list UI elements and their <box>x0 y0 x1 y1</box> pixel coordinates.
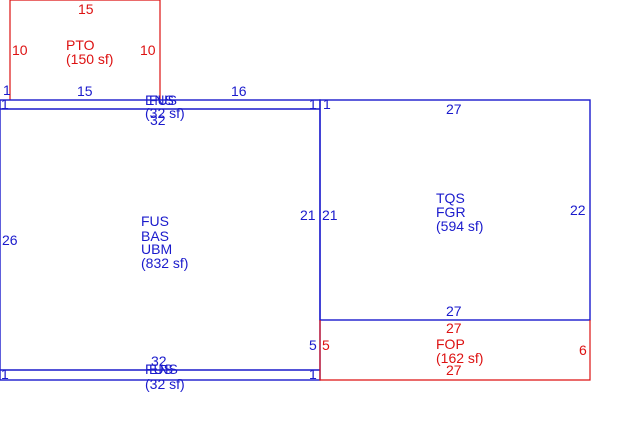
main-area-sf: (832 sf) <box>141 255 188 271</box>
tqs-top-dim: 27 <box>446 101 462 117</box>
tqs-code-2: FGR <box>436 204 466 220</box>
bottom-strip-left-end: 1 <box>1 366 9 382</box>
fop-right-dim: 6 <box>579 342 587 358</box>
pto-outline <box>9 0 161 100</box>
bottom-strip-length: 32 <box>151 353 167 369</box>
fop-top-dim: 27 <box>446 320 462 336</box>
fop-left-dim: 5 <box>322 337 330 353</box>
pto-left-dim: 10 <box>12 42 28 58</box>
fop-area: 27 5 6 27 FOP (162 sf) <box>319 320 591 381</box>
pto-code: PTO <box>66 37 95 53</box>
top-strip: 1 1 1 1 ENS FUS (32 sf) 32 <box>0 82 331 128</box>
main-left-dim: 26 <box>2 232 18 248</box>
main-right-dim: 21 <box>300 207 316 223</box>
tqs-bottom-dim: 27 <box>446 303 462 319</box>
top-strip-code-1: ENS <box>145 92 174 108</box>
pto-right-dim: 10 <box>140 42 156 58</box>
main-code-1: FUS <box>141 213 169 229</box>
bottom-strip-area-sf: (32 sf) <box>145 376 185 392</box>
tqs-corner-dim: 1 <box>323 96 331 112</box>
tqs-outline <box>319 99 591 321</box>
tqs-area-sf: (594 sf) <box>436 218 483 234</box>
fop-bottom-dim: 27 <box>446 362 462 378</box>
main-top-dim-b: 16 <box>231 83 247 99</box>
fop-code: FOP <box>436 336 465 352</box>
fop-area-sf: (162 sf) <box>436 350 483 366</box>
tqs-left-dim: 21 <box>322 207 338 223</box>
tqs-area: 27 21 22 27 TQS FGR (594 sf) <box>319 99 591 321</box>
pto-area: 15 10 10 PTO (150 sf) <box>9 0 161 100</box>
pto-top-dim: 15 <box>78 1 94 17</box>
bottom-strip-right-end: 1 <box>309 366 317 382</box>
main-code-3: UBM <box>141 241 172 257</box>
top-strip-length: 32 <box>150 112 166 128</box>
bottom-strip-code-1: FUS <box>145 361 173 377</box>
fop-outline <box>319 320 591 381</box>
main-top-dim-a: 15 <box>77 83 93 99</box>
top-strip-right-end: 1 <box>309 96 317 112</box>
top-strip-area-sf: (32 sf) <box>145 105 185 121</box>
main-bottom-right-dim: 5 <box>309 337 317 353</box>
top-strip-corner-dim: 1 <box>3 82 11 98</box>
pto-area-sf: (150 sf) <box>66 51 113 67</box>
bottom-strip-code-2: ENS <box>149 361 178 377</box>
top-strip-code-2: FUS <box>149 92 177 108</box>
tqs-code-1: TQS <box>436 190 465 206</box>
main-code-2: BAS <box>141 228 169 244</box>
main-area: 15 16 26 21 5 FUS BAS UBM (832 sf) <box>0 83 321 381</box>
top-strip-left-end: 1 <box>1 96 9 112</box>
bottom-strip: 1 1 32 FUS ENS (32 sf) <box>0 353 320 392</box>
tqs-right-dim: 22 <box>570 202 586 218</box>
